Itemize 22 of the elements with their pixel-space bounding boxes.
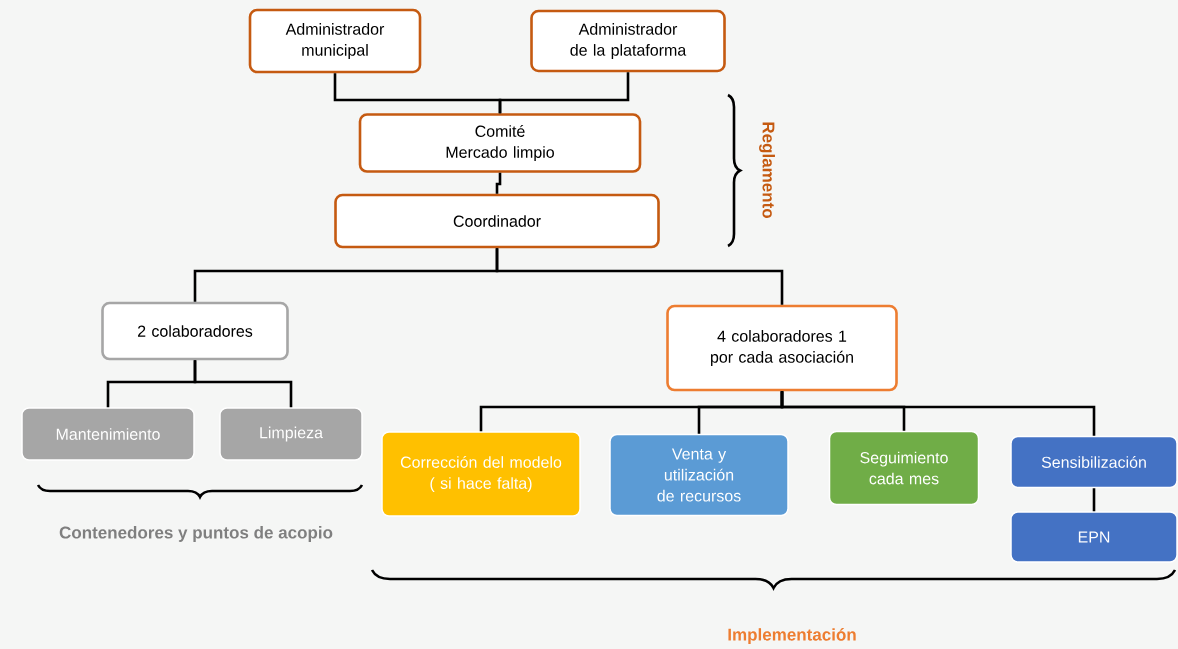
connector xyxy=(193,360,293,408)
task-box: Limpieza xyxy=(219,407,363,461)
section-label: Contenedores y puntos de acopio xyxy=(59,526,333,542)
connector xyxy=(498,72,630,114)
section-label: Reglamento xyxy=(759,122,775,218)
task-box: Corrección del modelo ( si hace falta) xyxy=(381,431,581,517)
section-label: Implementación xyxy=(728,628,856,644)
role-box: 4 colaboradores 1 por cada asociación xyxy=(666,304,898,392)
role-box: Administrador de la plataforma xyxy=(530,9,726,73)
role-box: Comité Mercado limpio xyxy=(358,113,642,173)
connector xyxy=(1092,488,1096,512)
role-box: Coordinador xyxy=(334,193,660,249)
role-box: Administrador municipal xyxy=(248,8,422,74)
task-box: Mantenimiento xyxy=(21,407,195,461)
task-box: EPN xyxy=(1010,511,1178,563)
connector xyxy=(495,248,784,305)
task-box: Seguimiento cada mes xyxy=(828,430,980,506)
connector xyxy=(780,391,1096,436)
task-box: Sensibilización xyxy=(1010,435,1178,489)
connector xyxy=(495,172,502,194)
role-box: 2 colaboradores xyxy=(101,301,289,361)
task-box: Venta y utilización de recursos xyxy=(609,433,789,517)
